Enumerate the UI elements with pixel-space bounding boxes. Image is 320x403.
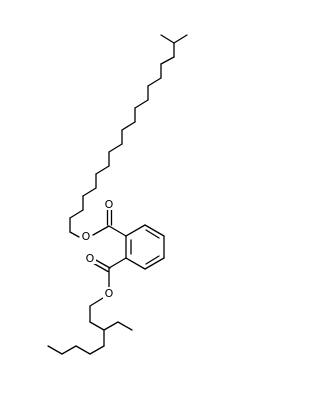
bond-chain	[108, 143, 123, 153]
bond-chain	[69, 209, 84, 219]
bond-chain	[147, 77, 162, 87]
bond-upper-carbonyl-to-ring	[108, 225, 127, 237]
isotridecyl-chain	[69, 34, 188, 238]
atom-label-bg	[84, 252, 96, 264]
ring-inner-double-bond	[145, 255, 160, 265]
benzene-ring	[125, 224, 165, 270]
ring-bond	[125, 224, 146, 237]
atom-label-bg	[103, 198, 115, 210]
bond-ring-to-lower-carbonyl	[108, 257, 127, 269]
atom-o-lower-carbonyl: O	[86, 252, 95, 265]
upper-ester-group	[92, 209, 127, 237]
atom-o-lower-alkoxy: O	[105, 287, 114, 300]
atom-o-upper-carbonyl: O	[105, 198, 114, 211]
chemical-structure: O O O O	[47, 34, 188, 355]
bond-lower-o-to-ch2	[89, 297, 104, 307]
atom-o-upper-alkoxy: O	[82, 230, 91, 243]
bond-chain	[121, 121, 136, 131]
bond-chain	[95, 165, 110, 175]
bond-to-upper-o	[69, 231, 80, 238]
bond-ethyl	[117, 321, 133, 331]
atom-label-bg	[80, 230, 92, 242]
ring-bond	[125, 257, 146, 270]
bond-methyl-right	[173, 34, 188, 44]
ring-bond	[144, 257, 165, 270]
bond-chain	[61, 345, 77, 355]
bond-upper-o-to-carbonyl	[92, 225, 110, 236]
bond-chain	[160, 56, 175, 65]
ring-bond	[144, 224, 165, 237]
atom-label-bg	[103, 287, 115, 299]
bond-chain	[89, 321, 105, 331]
ethylhexyl-chain	[47, 297, 133, 355]
ring-inner-double-bond	[145, 229, 160, 239]
bond-chain	[75, 345, 91, 355]
atom-labels: O O O O	[80, 198, 115, 300]
lower-ester-group	[91, 257, 127, 288]
bond-methyl-left	[160, 34, 175, 44]
bond-ethyl	[103, 321, 119, 331]
bond-chain	[134, 99, 149, 109]
bond-chain	[47, 345, 63, 355]
bond-lower-carbonyl-double-a	[93, 258, 111, 269]
bond-chain	[82, 187, 97, 197]
bond-chain	[89, 345, 105, 355]
